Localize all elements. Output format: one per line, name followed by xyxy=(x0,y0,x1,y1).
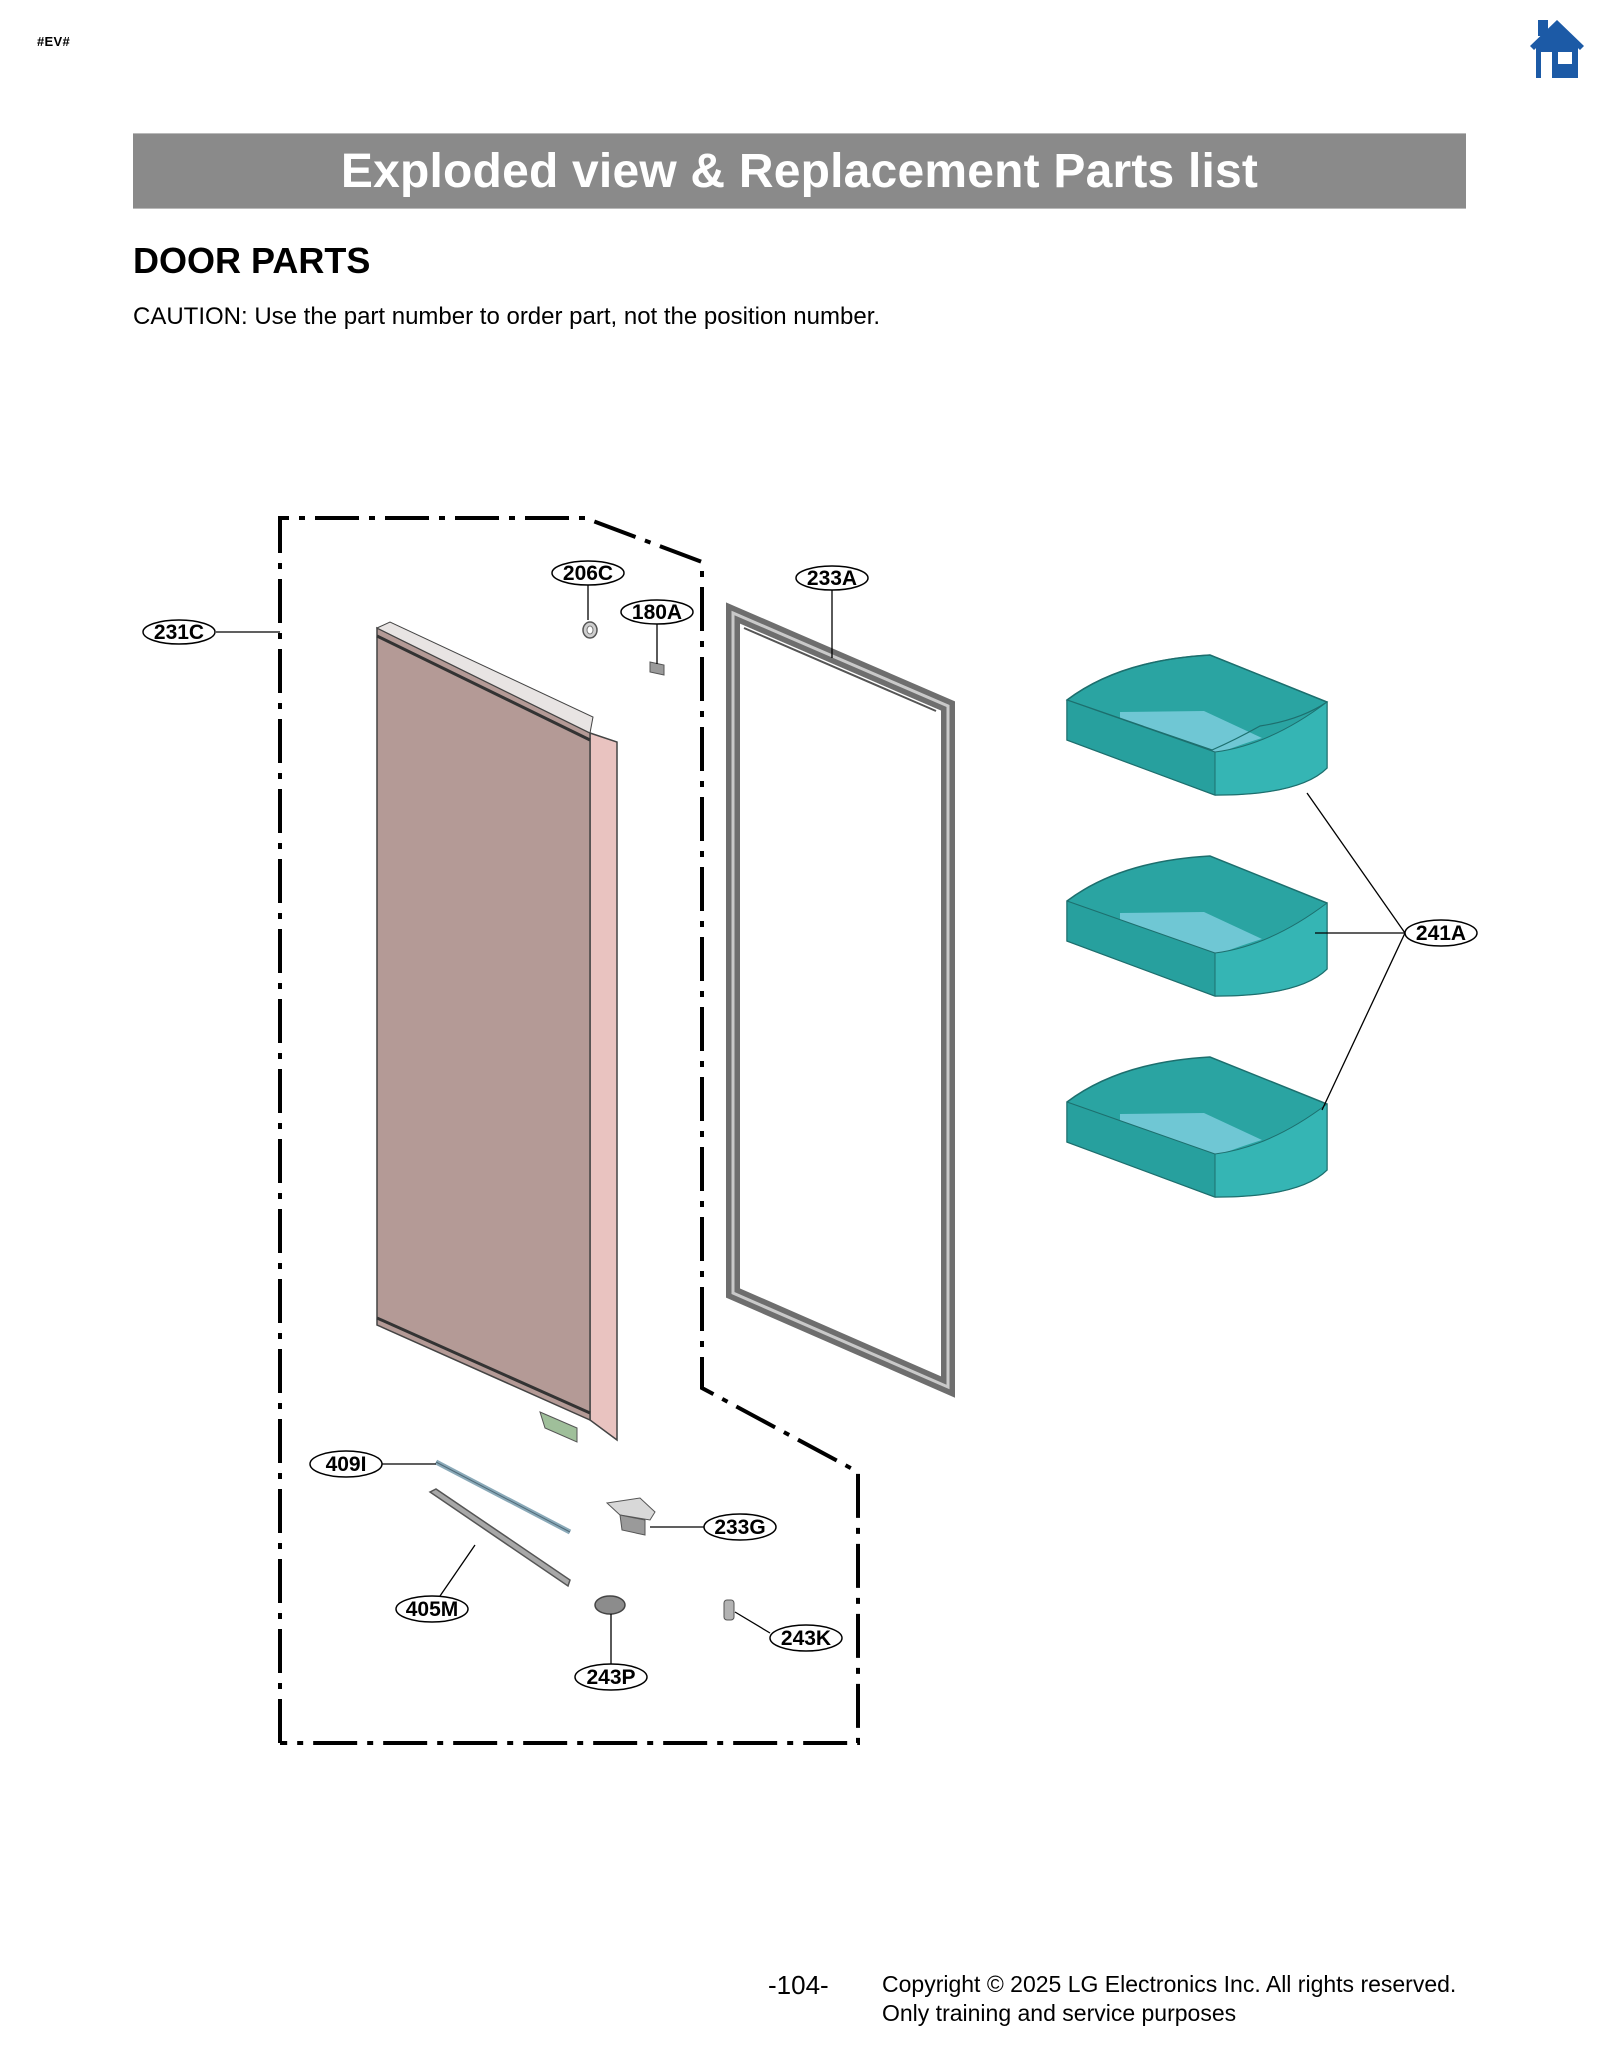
svg-text:233A: 233A xyxy=(807,567,857,590)
copyright-line-1: Copyright © 2025 LG Electronics Inc. All… xyxy=(882,1971,1457,1997)
callout-180A[interactable]: 180A xyxy=(620,599,694,625)
door-bin-2[interactable] xyxy=(1066,855,1328,997)
title-banner: Exploded view & Replacement Parts list xyxy=(133,133,1466,209)
svg-text:180A: 180A xyxy=(632,601,682,624)
page-title: Exploded view & Replacement Parts list xyxy=(340,144,1259,198)
svg-text:231C: 231C xyxy=(154,621,204,644)
svg-text:233G: 233G xyxy=(714,1516,765,1539)
door-bin-3[interactable] xyxy=(1066,1056,1328,1198)
callout-233A[interactable]: 233A xyxy=(795,565,869,591)
document-tag: #EV# xyxy=(37,34,71,49)
caution-note: CAUTION: Use the part number to order pa… xyxy=(133,303,881,330)
svg-text:206C: 206C xyxy=(563,562,613,585)
svg-text:405M: 405M xyxy=(406,1598,459,1621)
home-button[interactable] xyxy=(1530,16,1584,80)
copyright-notice: Copyright © 2025 LG Electronics Inc. All… xyxy=(882,1970,1456,2028)
home-icon xyxy=(1530,20,1584,78)
callout-243P[interactable]: 243P xyxy=(574,1663,648,1691)
svg-text:409I: 409I xyxy=(326,1453,367,1476)
callout-243K[interactable]: 243K xyxy=(769,1624,843,1652)
svg-text:243P: 243P xyxy=(586,1666,635,1689)
part-180A-clip[interactable] xyxy=(649,661,665,676)
part-206C-bushing[interactable] xyxy=(582,621,598,639)
callout-409I[interactable]: 409I xyxy=(309,1450,383,1478)
callout-241A[interactable]: 241A xyxy=(1404,919,1478,947)
copyright-line-2: Only training and service purposes xyxy=(882,2000,1237,2026)
part-405M-rail[interactable] xyxy=(428,1488,571,1588)
door-panel[interactable] xyxy=(375,621,618,1443)
callout-206C[interactable]: 206C xyxy=(551,560,625,586)
part-243K-pin[interactable] xyxy=(723,1599,735,1621)
callout-233G[interactable]: 233G xyxy=(703,1513,777,1541)
svg-text:243K: 243K xyxy=(781,1627,831,1650)
svg-text:241A: 241A xyxy=(1416,922,1466,945)
callout-231C[interactable]: 231C xyxy=(142,619,216,645)
page-number: -104- xyxy=(768,1970,829,2000)
door-gasket[interactable] xyxy=(726,602,955,1398)
section-title: DOOR PARTS xyxy=(133,240,371,281)
part-409I-rod[interactable] xyxy=(434,1459,572,1535)
leader-lines xyxy=(216,585,1406,1664)
door-bin-1[interactable] xyxy=(1065,654,1329,796)
part-243P-hinge-cam[interactable] xyxy=(594,1595,626,1615)
callout-405M[interactable]: 405M xyxy=(395,1595,469,1623)
assembly-boundary xyxy=(278,516,860,1745)
part-233G-bracket[interactable] xyxy=(605,1497,656,1536)
